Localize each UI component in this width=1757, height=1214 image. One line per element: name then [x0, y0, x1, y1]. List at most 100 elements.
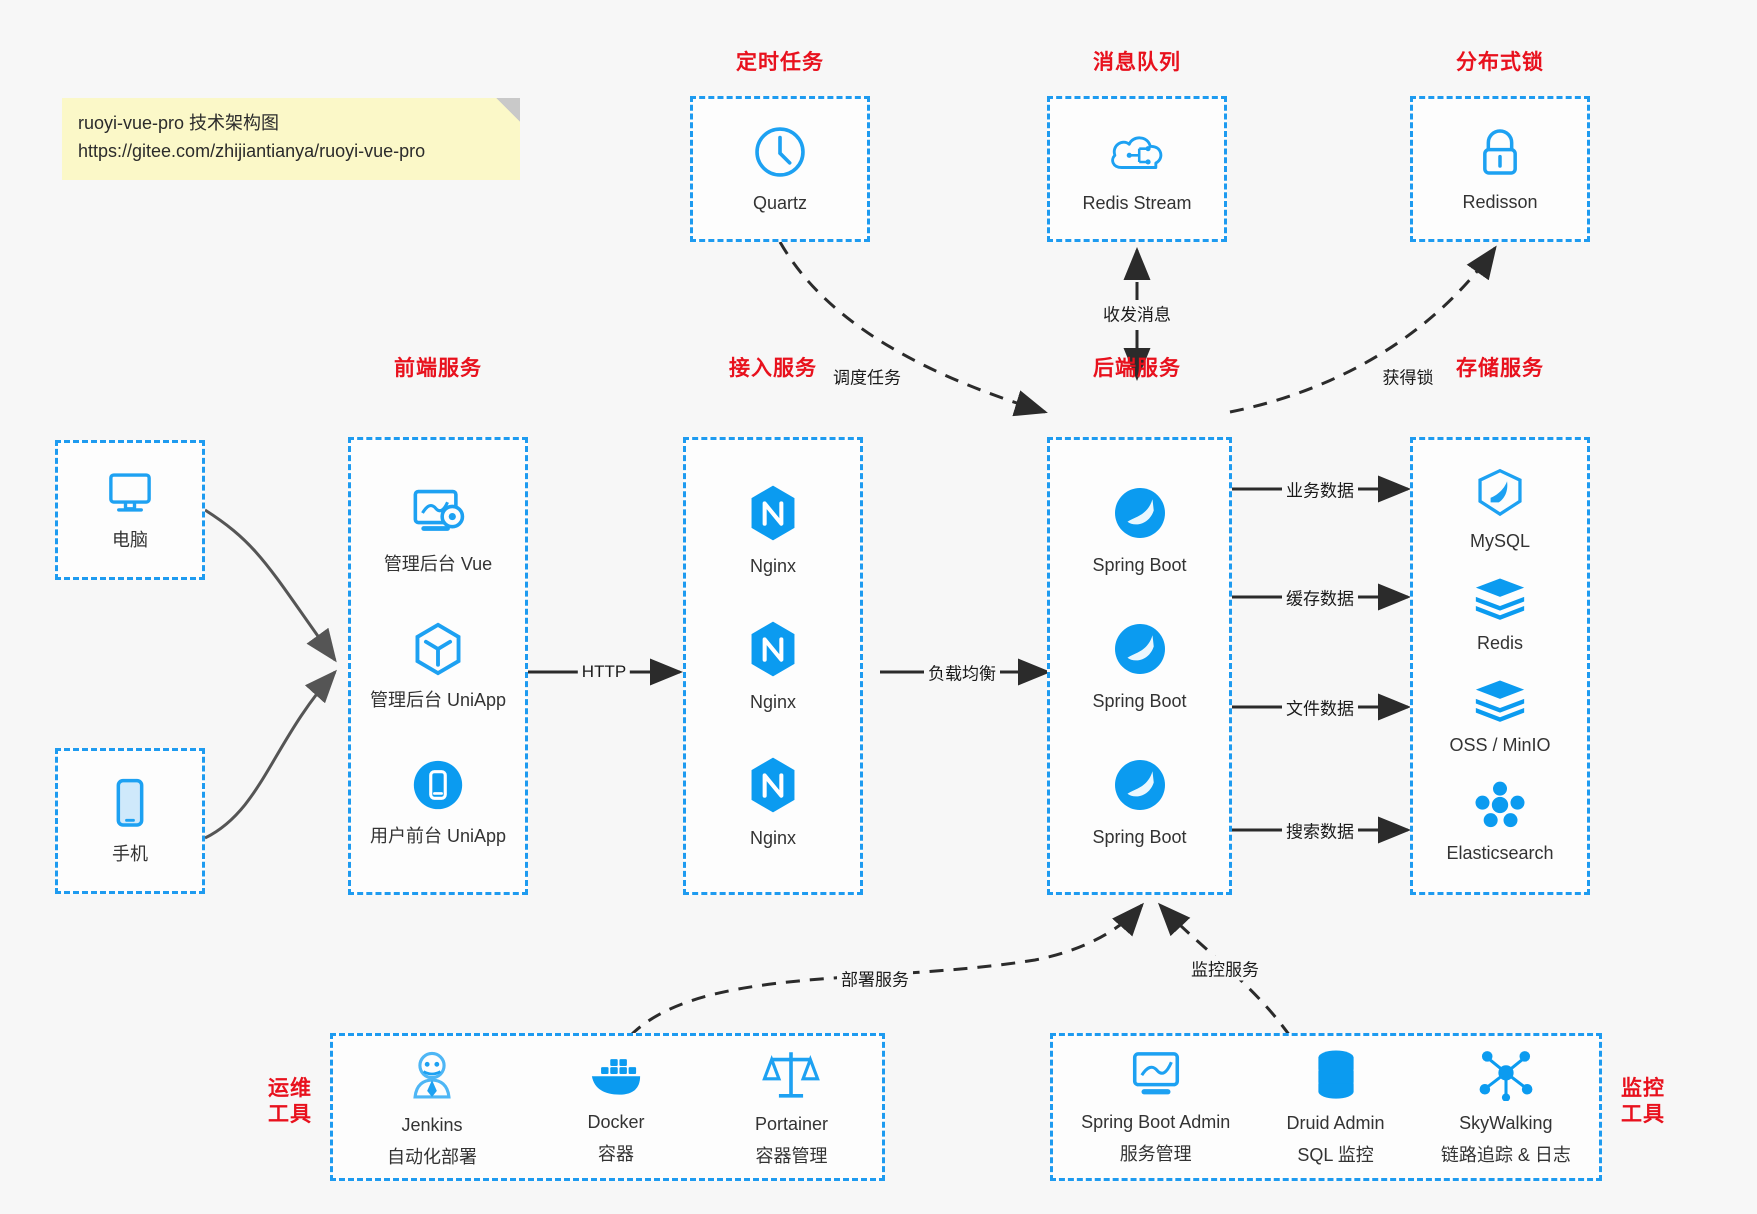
node-admin-uniapp[interactable]: 管理后台 UniApp	[370, 620, 506, 712]
group-title-ops-tools: 运维 工具	[255, 1076, 325, 1129]
mobile-icon	[110, 776, 150, 837]
group-box-client-mobile[interactable]: 手机	[55, 748, 205, 894]
group-title-scheduled-task: 定时任务	[736, 51, 824, 74]
node-sublabel: 容器	[597, 1144, 634, 1165]
clock-icon	[751, 123, 809, 186]
group-box-frontend[interactable]: 管理后台 Vue 管理后台 UniApp 用户前台 UniApp	[348, 437, 528, 895]
edge-label-send-receive-message: 收发消息	[1099, 300, 1175, 326]
node-spring-boot-admin[interactable]: Spring Boot Admin 服务管理	[1081, 1048, 1230, 1166]
node-label: 电脑	[112, 529, 148, 550]
node-label: Nginx	[749, 555, 797, 576]
node-label: Redis Stream	[1082, 192, 1192, 213]
node-label: 管理后台 Vue	[383, 553, 493, 574]
portainer-scale-icon	[762, 1046, 821, 1107]
node-redis[interactable]: Redis	[1472, 575, 1528, 655]
node-mobile[interactable]: 手机	[110, 776, 150, 866]
monitor-title-line-2: 工具	[1621, 1103, 1665, 1127]
node-label: 手机	[112, 843, 148, 864]
group-title-message-queue: 消息队列	[1093, 51, 1181, 74]
node-label: Spring Boot	[1092, 554, 1187, 575]
node-sublabel: 自动化部署	[386, 1147, 477, 1168]
node-user-uniapp[interactable]: 用户前台 UniApp	[370, 756, 506, 848]
node-label: 用户前台 UniApp	[369, 825, 507, 846]
edge-label-file-data: 文件数据	[1282, 694, 1358, 720]
group-title-backend: 后端服务	[1093, 357, 1181, 380]
node-label: Redisson	[1462, 191, 1538, 212]
node-label: Elasticsearch	[1446, 842, 1554, 863]
node-druid-admin[interactable]: Druid Admin SQL 监控	[1287, 1047, 1385, 1167]
edge-label-monitor-service: 监控服务	[1187, 955, 1263, 981]
group-box-distributed-lock[interactable]: Redisson	[1410, 96, 1590, 242]
edge-label-schedule-task: 调度任务	[829, 363, 905, 389]
node-label: SkyWalking	[1459, 1112, 1553, 1133]
node-skywalking[interactable]: SkyWalking 链路追踪 & 日志	[1441, 1047, 1571, 1167]
group-title-gateway: 接入服务	[729, 357, 817, 380]
node-sublabel: SQL 监控	[1297, 1145, 1374, 1166]
node-admin-vue[interactable]: 管理后台 Vue	[384, 484, 492, 576]
node-nginx-3[interactable]: Nginx	[744, 754, 802, 850]
node-nginx-2[interactable]: Nginx	[744, 618, 802, 714]
group-box-monitor-tools[interactable]: Spring Boot Admin 服务管理 Druid Admin SQL 监…	[1050, 1033, 1602, 1181]
group-box-gateway[interactable]: Nginx Nginx Nginx	[683, 437, 863, 895]
group-box-scheduled-task[interactable]: Quartz	[690, 96, 870, 242]
phone-app-icon	[409, 756, 467, 819]
note-line-2: https://gitee.com/zhijiantianya/ruoyi-vu…	[78, 140, 426, 161]
node-redis-stream[interactable]: Redis Stream	[1082, 123, 1192, 215]
oss-stack-icon	[1472, 677, 1528, 728]
node-label: Nginx	[749, 827, 797, 848]
edge-label-load-balance: 负载均衡	[924, 659, 1000, 685]
monitor-title-line-1: 监控	[1621, 1077, 1665, 1100]
group-title-monitor-tools: 监控 工具	[1608, 1076, 1678, 1129]
spring-leaf-icon	[1110, 483, 1170, 548]
group-box-message-queue[interactable]: Redis Stream	[1047, 96, 1227, 242]
node-label: Nginx	[749, 691, 797, 712]
node-label: Docker	[587, 1111, 645, 1132]
node-label: MySQL	[1469, 530, 1530, 551]
group-box-storage[interactable]: MySQL Redis OSS / MinIO	[1410, 437, 1590, 895]
elasticsearch-icon	[1472, 779, 1528, 836]
node-spring-boot-2[interactable]: Spring Boot	[1092, 619, 1187, 713]
cloud-stream-icon	[1106, 123, 1168, 186]
node-sublabel: 链路追踪 & 日志	[1440, 1145, 1571, 1166]
node-quartz[interactable]: Quartz	[751, 123, 809, 215]
edge-label-deploy-service: 部署服务	[837, 965, 913, 991]
nginx-icon	[744, 482, 802, 549]
dashboard-gear-icon	[407, 484, 469, 547]
node-portainer[interactable]: Portainer 容器管理	[755, 1046, 828, 1168]
redis-stack-icon	[1472, 575, 1528, 626]
spring-leaf-icon	[1110, 619, 1170, 684]
group-box-client-desktop[interactable]: 电脑	[55, 440, 205, 580]
node-redisson[interactable]: Redisson	[1462, 124, 1538, 214]
node-label: Spring Boot Admin	[1081, 1111, 1231, 1132]
node-spring-boot-3[interactable]: Spring Boot	[1092, 755, 1187, 849]
database-icon	[1310, 1047, 1362, 1106]
lock-icon	[1474, 124, 1526, 185]
node-label: 管理后台 UniApp	[369, 689, 507, 710]
edge-label-acquire-lock: 获得锁	[1378, 363, 1438, 389]
node-elasticsearch[interactable]: Elasticsearch	[1446, 779, 1554, 865]
node-sublabel: 容器管理	[755, 1146, 828, 1167]
spring-leaf-icon	[1110, 755, 1170, 820]
node-jenkins[interactable]: Jenkins 自动化部署	[387, 1045, 477, 1169]
node-label: Spring Boot	[1092, 690, 1187, 711]
node-spring-boot-1[interactable]: Spring Boot	[1092, 483, 1187, 577]
node-docker[interactable]: Docker 容器	[585, 1048, 647, 1166]
node-label: Portainer	[754, 1113, 828, 1134]
node-label: Quartz	[752, 192, 808, 213]
docker-whale-icon	[585, 1048, 647, 1105]
node-oss-minio[interactable]: OSS / MinIO	[1449, 677, 1551, 757]
hexagon-cube-icon	[409, 620, 467, 683]
nginx-icon	[744, 618, 802, 685]
node-mysql[interactable]: MySQL	[1470, 467, 1530, 553]
ops-title-line-2: 工具	[268, 1103, 312, 1127]
group-box-backend[interactable]: Spring Boot Spring Boot Spring Boot	[1047, 437, 1232, 895]
node-nginx-1[interactable]: Nginx	[744, 482, 802, 578]
group-box-ops-tools[interactable]: Jenkins 自动化部署 Docker 容器	[330, 1033, 885, 1181]
group-title-frontend: 前端服务	[394, 357, 482, 380]
group-title-storage: 存储服务	[1456, 357, 1544, 380]
node-label: Druid Admin	[1286, 1112, 1385, 1133]
node-desktop[interactable]: 电脑	[103, 468, 157, 552]
node-label: Jenkins	[401, 1114, 463, 1135]
edge-label-business-data: 业务数据	[1282, 476, 1358, 502]
